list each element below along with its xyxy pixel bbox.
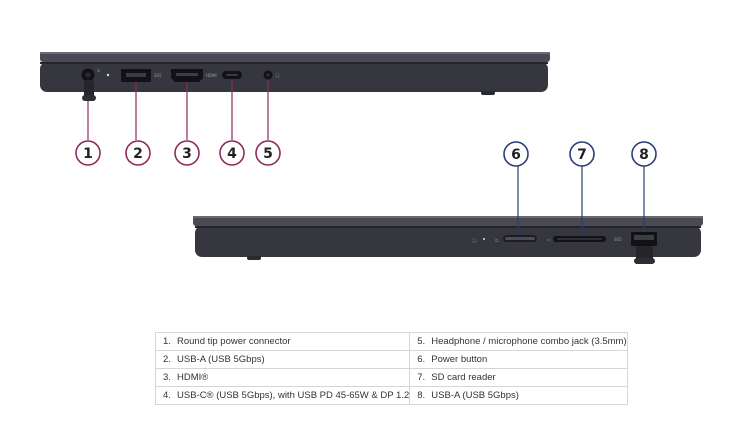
callout-5: 5 [255,140,281,166]
svg-text:7: 7 [577,147,587,163]
hdmi-tag: HDMI [206,73,217,78]
usb-c-port [222,71,242,79]
svg-text:⏻: ⏻ [97,68,101,73]
laptop-ports-diagram: ⏻ SS5 HDMI 🎧 [40,52,703,264]
legend-cell: 6.Power button [409,350,628,369]
callout-1: 1 [75,140,101,166]
laptop-right-side-view: 🎧 ⏻ ▭ SS5 [193,216,703,264]
legend-cell: 1.Round tip power connector [154,332,411,351]
svg-text:5: 5 [263,146,273,162]
usb-a-right-port: SS5 [614,232,657,264]
callout-7: 7 [569,141,595,167]
usb-a-tag: SS5 [154,73,162,78]
legend-cell: 5.Headphone / microphone combo jack (3.5… [409,332,628,351]
legend-cell: 4.USB-C® (USB 5Gbps), with USB PD 45-65W… [154,386,411,405]
legend-cell: 7.SD card reader [409,368,628,387]
leader-lines [87,79,645,236]
legend-cell: 2.USB-A (USB 5Gbps) [154,350,411,369]
callout-8: 8 [631,141,657,167]
left-base [40,62,548,92]
callout-2: 2 [125,140,151,166]
usb-a-port: SS5 [121,69,162,82]
callout-4: 4 [219,140,245,166]
legend-row: 3.HDMI® 7.SD card reader [154,368,628,387]
left-rear-foot [481,91,495,95]
round-power-connector-port: ⏻ [81,68,110,101]
right-rear-foot [247,256,261,260]
legend-row: 1.Round tip power connector 5.Headphone … [154,332,628,351]
usb-a-right-tag: SS5 [614,237,622,242]
legend-row: 4.USB-C® (USB 5Gbps), with USB PD 45-65W… [154,386,628,405]
svg-text:🎧: 🎧 [472,238,477,243]
svg-text:🎧: 🎧 [275,73,280,78]
svg-text:8: 8 [639,147,649,163]
ports-legend-table: 1.Round tip power connector 5.Headphone … [154,332,628,405]
right-base [195,226,701,257]
sd-card-reader-slot: ▭ [547,236,606,242]
legend-cell: 3.HDMI® [154,368,411,387]
svg-text:1: 1 [83,146,93,162]
legend-row: 2.USB-A (USB 5Gbps) 6.Power button [154,350,628,369]
right-lid [193,216,703,226]
left-lid [40,52,550,62]
laptop-left-side-view: ⏻ SS5 HDMI 🎧 [40,52,550,101]
headphone-jack-port: 🎧 [263,70,280,80]
callout-3: 3 [174,140,200,166]
svg-text:4: 4 [227,146,237,162]
callout-6: 6 [503,141,529,167]
svg-text:6: 6 [511,147,521,163]
hdmi-port: HDMI [171,69,217,82]
svg-text:▭: ▭ [547,237,551,242]
svg-text:⏻: ⏻ [495,238,499,243]
svg-text:3: 3 [182,146,192,162]
power-button [503,235,537,242]
svg-text:2: 2 [133,146,143,162]
legend-cell: 8.USB-A (USB 5Gbps) [409,386,628,405]
